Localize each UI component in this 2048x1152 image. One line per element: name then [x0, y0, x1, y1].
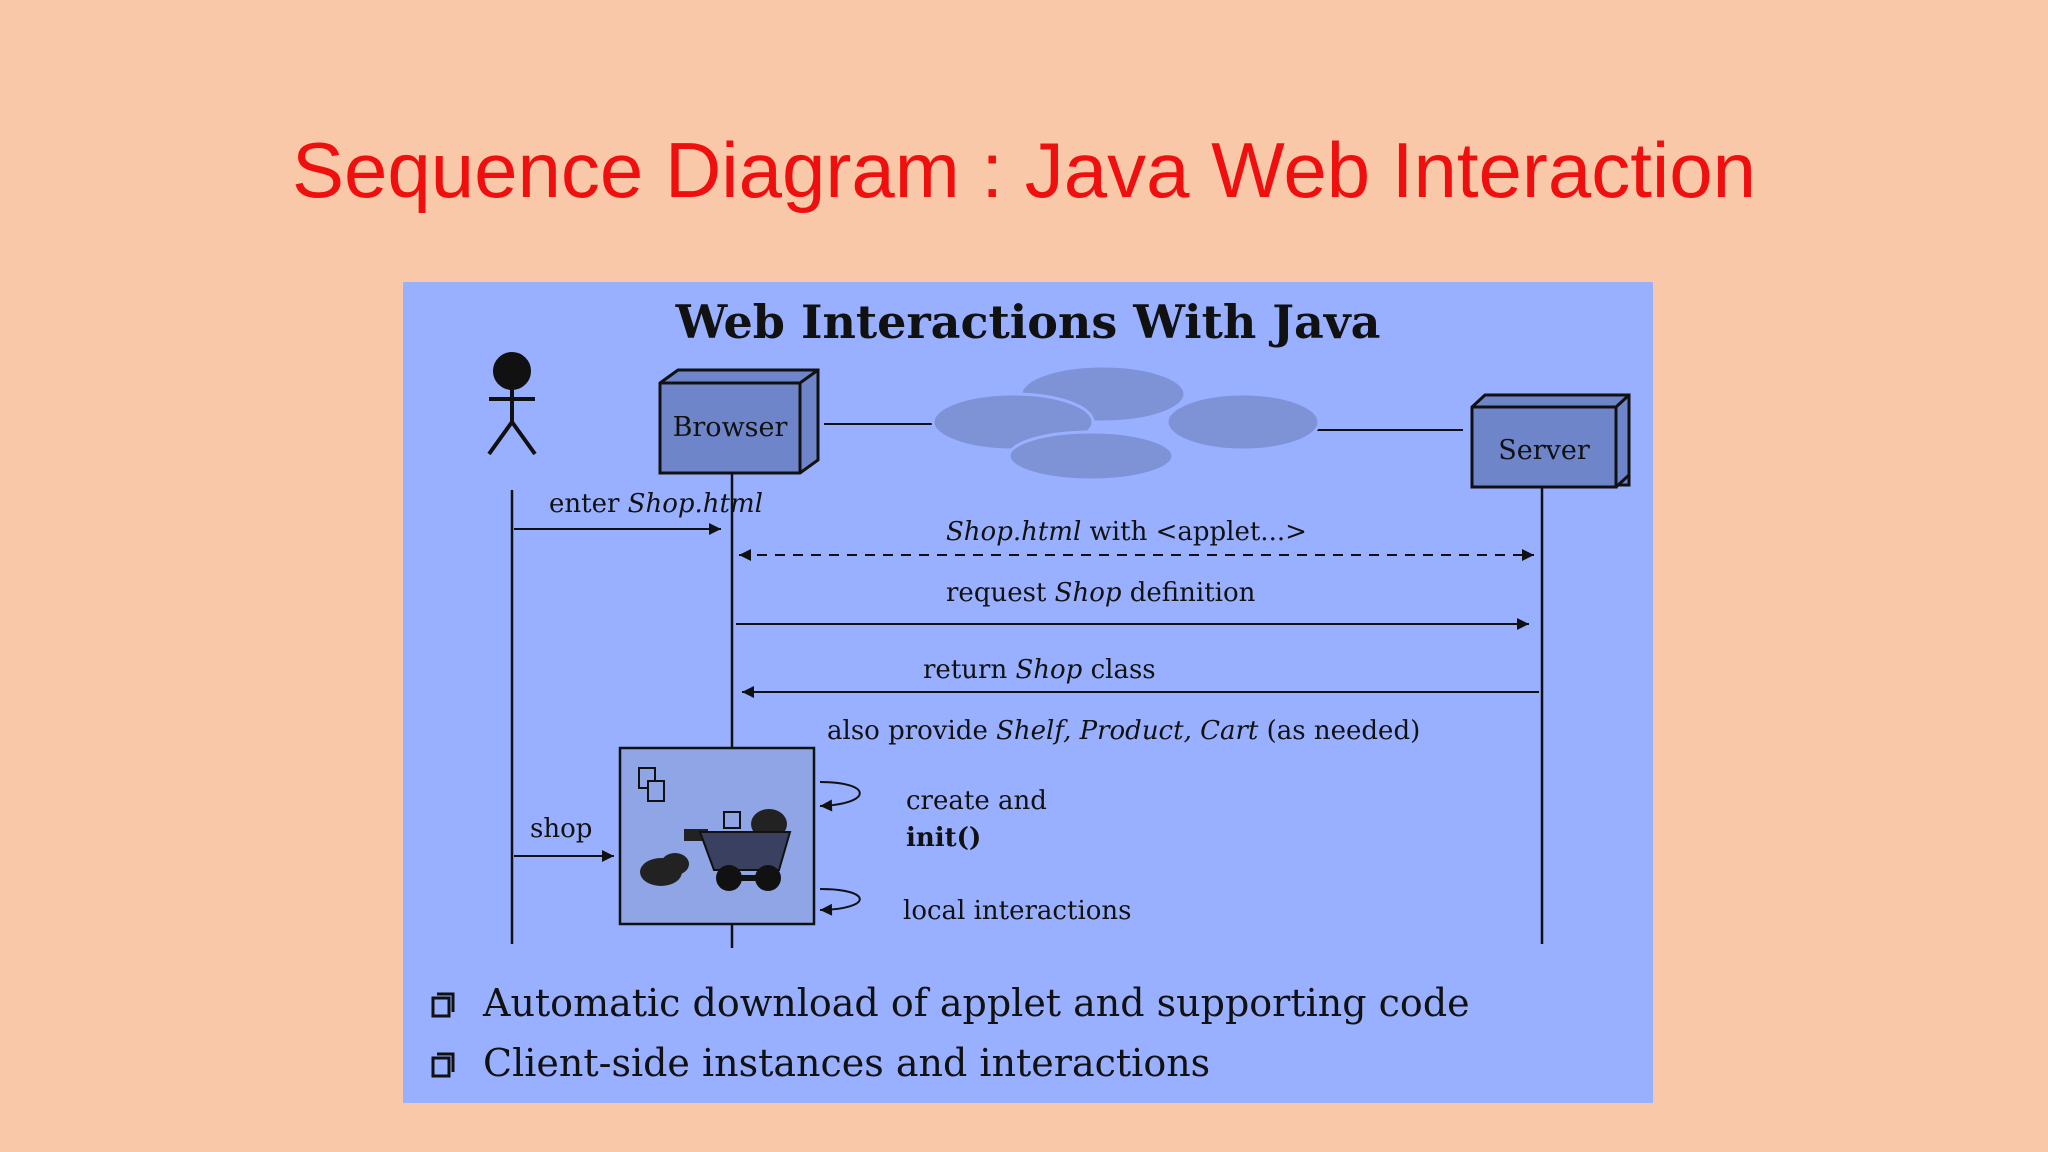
shopping-cart-icon	[684, 809, 792, 891]
shop-message-label: shop	[530, 814, 592, 844]
diagram-panel: Web Interactions With Java Browser Serve…	[403, 282, 1653, 1103]
create-init-self-arrow	[819, 781, 861, 812]
bullet-item: Automatic download of applet and support…	[431, 981, 1470, 1025]
applet-icon	[638, 767, 665, 802]
diagram-title: Web Interactions With Java	[675, 295, 1381, 349]
local-interactions-label: local interactions	[903, 896, 1132, 926]
browser-node: Browser	[658, 368, 820, 475]
server-node: Server	[1470, 393, 1631, 489]
server-label: Server	[1498, 435, 1590, 466]
create-label: create and	[906, 786, 1047, 816]
bullet-box-icon	[431, 1052, 455, 1078]
user-actor-icon	[487, 352, 537, 456]
sequence-diagram: Web Interactions With Java Browser Serve…	[431, 295, 1631, 1085]
products-icon	[640, 853, 689, 886]
bullet-box-icon	[431, 992, 455, 1018]
shop-html-response-label: Shop.html with <applet...>	[946, 517, 1307, 547]
internet-cloud-icon	[931, 364, 1321, 482]
bullet-text: Automatic download of applet and support…	[482, 981, 1470, 1025]
bullet-item: Client-side instances and interactions	[431, 1041, 1210, 1085]
also-provide-label: also provide Shelf, Product, Cart (as ne…	[827, 716, 1420, 746]
bullet-text: Client-side instances and interactions	[483, 1041, 1210, 1085]
return-shop-label: return Shop class	[923, 655, 1156, 685]
browser-label: Browser	[673, 412, 788, 443]
local-interactions-self-arrow	[819, 888, 861, 916]
request-shop-label: request Shop definition	[946, 578, 1256, 608]
init-label: init()	[906, 823, 981, 853]
enter-message-label: enter Shop.html	[549, 489, 763, 519]
applet-box	[618, 746, 816, 926]
slide-title: Sequence Diagram : Java Web Interaction	[291, 126, 1757, 214]
